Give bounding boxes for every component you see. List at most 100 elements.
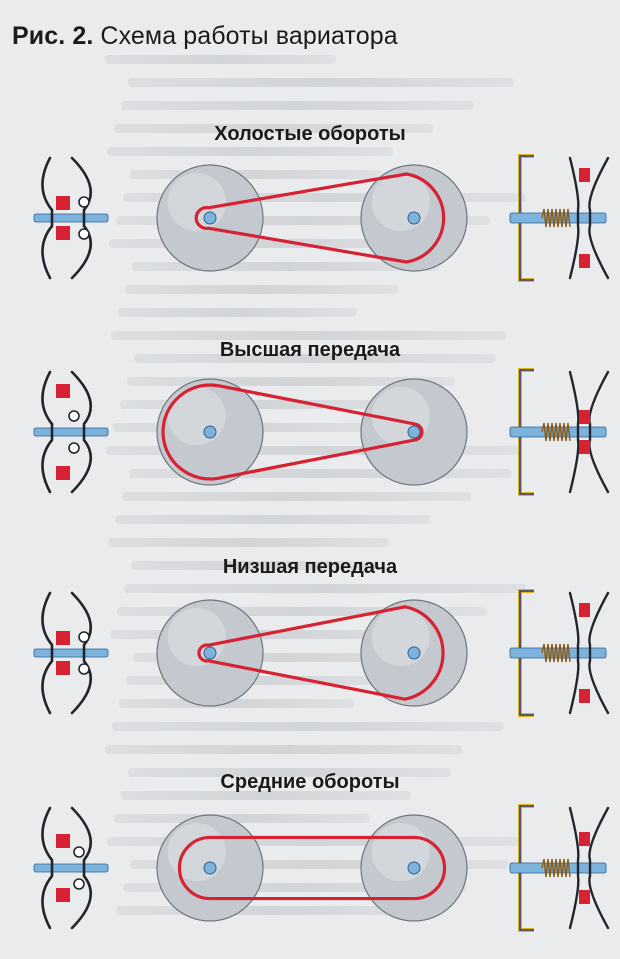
belt-section-top <box>579 832 590 846</box>
panel-label-medium-rpm: Средние обороты <box>220 771 400 793</box>
background-text-line <box>116 216 490 225</box>
drive-belt <box>194 172 446 264</box>
background-text-line <box>129 469 512 478</box>
belt-section-top <box>579 603 590 617</box>
figure-title: Рис. 2. Схема работы вариатора <box>12 22 398 51</box>
driven-pulley-axle <box>407 861 421 875</box>
belt-section-top <box>56 834 70 848</box>
background-text-line <box>132 262 439 271</box>
driven-pulley-axle <box>407 211 421 225</box>
background-text-line <box>120 400 414 409</box>
background-text-line <box>107 837 519 846</box>
background-text-line <box>128 768 452 777</box>
background-text-line <box>107 147 393 156</box>
driven-fixed-sheave <box>588 156 610 280</box>
background-text-line <box>108 538 390 547</box>
drive-fixed-sheave <box>41 591 54 715</box>
drive-shaft <box>33 427 109 437</box>
background-text-line <box>126 676 395 685</box>
driven-pulley-axle <box>407 425 421 439</box>
clutch-spring <box>541 422 571 442</box>
background-text-line <box>123 193 525 202</box>
drive-pulley-axle <box>203 211 217 225</box>
variator-diagram-low-gear <box>33 589 610 717</box>
weight-roller-bottom <box>73 878 85 890</box>
panel-label-idle: Холостые обороты <box>214 123 406 145</box>
driven-fixed-sheave <box>588 591 610 715</box>
variator-diagram-idle <box>33 154 610 282</box>
background-text-line <box>121 791 411 800</box>
drive-belt <box>177 835 447 901</box>
background-text-line <box>128 78 515 87</box>
driven-pulley-highlight <box>371 822 430 882</box>
drive-fixed-sheave <box>41 370 54 494</box>
driven-movable-sheave <box>568 156 580 280</box>
weight-roller-top <box>68 410 80 422</box>
background-text-line <box>121 101 474 110</box>
belt-section-bottom <box>579 890 590 904</box>
figure-number: Рис. 2. <box>12 22 94 50</box>
drive-movable-sheave <box>70 806 92 930</box>
belt-section-bottom <box>56 226 70 240</box>
drive-pulley-highlight <box>167 607 226 667</box>
background-text-line <box>105 55 336 64</box>
background-text-line <box>127 377 455 386</box>
background-text-line <box>115 515 430 524</box>
driven-pulley-highlight <box>371 607 430 667</box>
background-text-line <box>111 331 506 340</box>
belt-section-bottom <box>56 661 70 675</box>
driven-pulley-highlight <box>371 172 430 232</box>
belt-section-bottom <box>579 440 590 454</box>
variator-diagram-medium-rpm <box>33 804 610 932</box>
driven-movable-sheave <box>568 806 580 930</box>
drive-movable-sheave <box>70 156 92 280</box>
driven-pulley-axle <box>407 646 421 660</box>
background-text-line <box>130 860 508 869</box>
belt-section-top <box>56 384 70 398</box>
variator-diagram-high-gear <box>33 368 610 496</box>
weight-roller-top <box>78 631 90 643</box>
belt-section-bottom <box>579 254 590 268</box>
drive-shaft <box>33 648 109 658</box>
background-text-line <box>110 630 446 639</box>
drive-pulley-highlight <box>167 386 226 446</box>
background-text-line <box>131 561 379 570</box>
drive-belt <box>197 605 445 701</box>
driven-movable-sheave <box>568 591 580 715</box>
belt-section-bottom <box>579 689 590 703</box>
drive-fixed-sheave <box>41 156 54 280</box>
figure-caption: Схема работы вариатора <box>93 22 398 50</box>
weight-roller-bottom <box>68 442 80 454</box>
background-text-line <box>125 285 398 294</box>
background-text-line <box>119 699 355 708</box>
drive-movable-sheave <box>70 591 92 715</box>
background-text-line <box>134 354 496 363</box>
background-text-line <box>118 308 358 317</box>
background-text-line <box>112 722 503 731</box>
clutch-spring <box>541 208 571 228</box>
background-text-line <box>114 124 434 133</box>
background-text-line <box>116 906 427 915</box>
background-text-line <box>114 814 371 823</box>
weight-roller-top <box>78 196 90 208</box>
drive-shaft <box>33 213 109 223</box>
panel-label-low-gear: Низшая передача <box>222 556 398 578</box>
background-text-line <box>109 239 450 248</box>
belt-section-top <box>579 168 590 182</box>
background-text-line <box>130 170 382 179</box>
clutch-spring <box>541 858 571 878</box>
drive-fixed-sheave <box>41 806 54 930</box>
belt-section-bottom <box>56 888 70 902</box>
background-text-line <box>124 584 525 593</box>
drive-belt <box>161 383 424 481</box>
drive-pulley-axle <box>203 646 217 660</box>
driven-movable-sheave <box>568 370 580 494</box>
belt-section-top <box>56 196 70 210</box>
background-text-line <box>133 653 436 662</box>
drive-pulley-axle <box>203 861 217 875</box>
background-text-line <box>106 446 522 455</box>
driven-fixed-sheave <box>588 370 610 494</box>
driven-fixed-sheave <box>588 806 610 930</box>
panel-label-high-gear: Высшая передача <box>219 339 401 361</box>
drive-shaft <box>33 863 109 873</box>
